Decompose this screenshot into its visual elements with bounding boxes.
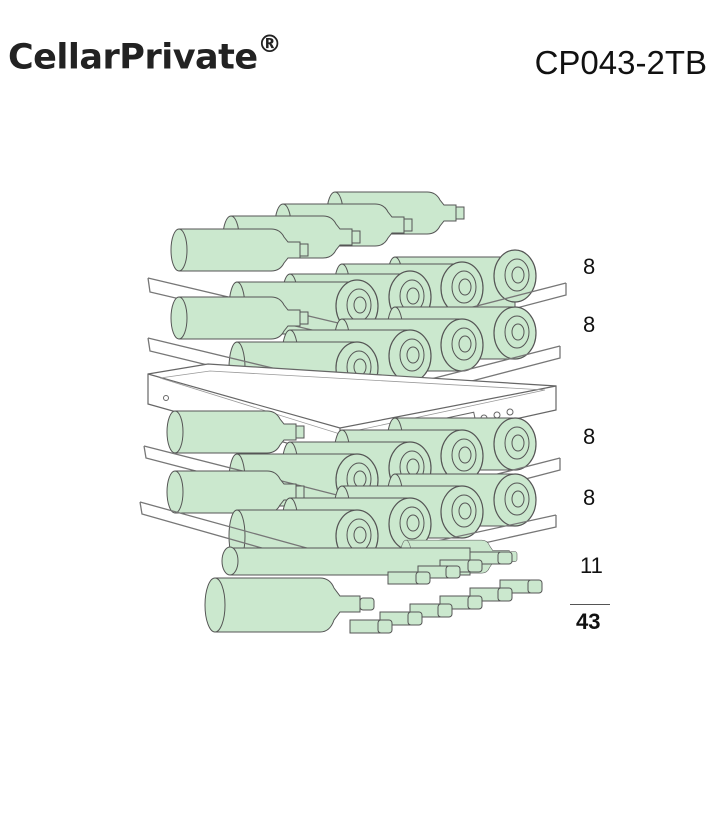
shelf-3-count: 8 (583, 424, 596, 449)
total-count: 43 (576, 609, 601, 634)
shelf-2-count: 8 (583, 312, 596, 337)
shelf-1-count: 8 (583, 254, 596, 279)
registered-mark: ® (257, 30, 282, 58)
bottom-rack-count: 11 (580, 553, 603, 578)
total-divider (570, 604, 610, 605)
brand-logo: CellarPrivate® (8, 30, 282, 78)
bottom-bottles (204, 546, 543, 634)
brand-name: CellarPrivate (8, 37, 258, 78)
model-number: CP043-2TB (534, 44, 707, 81)
shelf-4-count: 8 (583, 485, 596, 510)
